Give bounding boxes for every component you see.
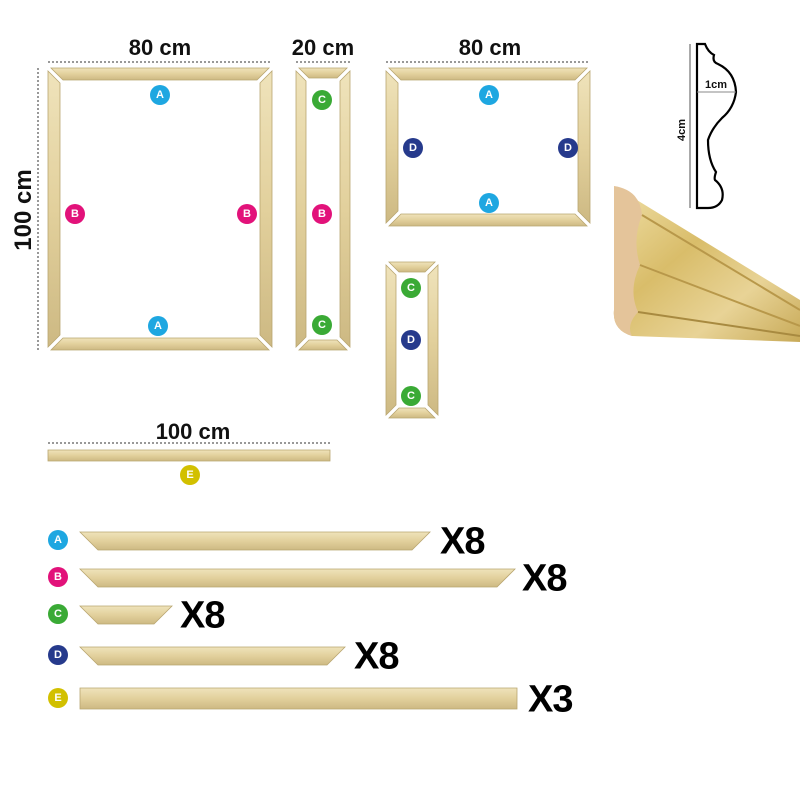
profile-depth-label: 1cm	[704, 79, 728, 91]
frame-80x100-top-piece	[50, 67, 270, 81]
piece-badge-d: D	[403, 138, 423, 158]
piece-badge-b: B	[312, 204, 332, 224]
frame1-width-label: 80 cm	[128, 35, 192, 60]
legend-piece-D	[79, 646, 346, 666]
legend-quantity-c: X8	[180, 594, 225, 637]
legend-piece-B	[79, 568, 516, 588]
piece-badge-b: B	[237, 204, 257, 224]
legend-piece-A	[79, 531, 431, 551]
piece-badge-a: A	[148, 316, 168, 336]
frame-80x40-right-piece	[577, 70, 591, 224]
legend-piece-C	[79, 605, 173, 625]
frame-20x40-right-piece	[427, 264, 439, 416]
frame-80x100-left-piece	[47, 70, 61, 348]
frame1-height-label: 100 cm	[10, 169, 37, 251]
frame2-width-label: 20 cm	[291, 35, 355, 60]
frame-20x100-top-piece	[298, 67, 348, 79]
piece-badge-c: C	[401, 278, 421, 298]
frame-20x100-left-piece	[295, 70, 307, 348]
frame-20x40-bottom-piece	[388, 407, 436, 419]
piece-badge-a: A	[479, 193, 499, 213]
legend-piece-E	[79, 687, 518, 710]
legend-quantity-e: X3	[528, 678, 573, 721]
piece-badge-b: B	[65, 204, 85, 224]
piece-badge-d: D	[558, 138, 578, 158]
bar-length-label: 100 cm	[155, 419, 231, 444]
piece-badge-a: A	[150, 85, 170, 105]
piece-badge-c: C	[312, 90, 332, 110]
frame-20x40-left-piece	[385, 264, 397, 416]
piece-badge-a: A	[479, 85, 499, 105]
piece-badge-e: E	[180, 465, 200, 485]
frame-80x40-bottom-piece	[388, 213, 588, 227]
legend-badge-b: B	[48, 567, 68, 587]
frame-20x40-top-piece	[388, 261, 436, 273]
frame-80x100-right-piece	[259, 70, 273, 348]
profile-height-label: 4cm	[676, 118, 688, 142]
legend-badge-c: C	[48, 604, 68, 624]
frame-80x40-left-piece	[385, 70, 399, 224]
legend-quantity-d: X8	[354, 635, 399, 678]
legend-quantity-a: X8	[440, 520, 485, 563]
bar-100cm	[47, 449, 331, 462]
legend-badge-a: A	[48, 530, 68, 550]
legend-badge-e: E	[48, 688, 68, 708]
frame-20x100-right-piece	[339, 70, 351, 348]
frame-80x100-bottom-piece	[50, 337, 270, 351]
piece-badge-c: C	[312, 315, 332, 335]
piece-badge-c: C	[401, 386, 421, 406]
profile-cross-section	[689, 42, 738, 210]
frame-20x100-bottom-piece	[298, 339, 348, 351]
molding-sample-photo	[613, 186, 800, 342]
frame-80x40-top-piece	[388, 67, 588, 81]
legend-badge-d: D	[48, 645, 68, 665]
legend-quantity-b: X8	[522, 557, 567, 600]
piece-badge-d: D	[401, 330, 421, 350]
frame3-width-label: 80 cm	[458, 35, 522, 60]
